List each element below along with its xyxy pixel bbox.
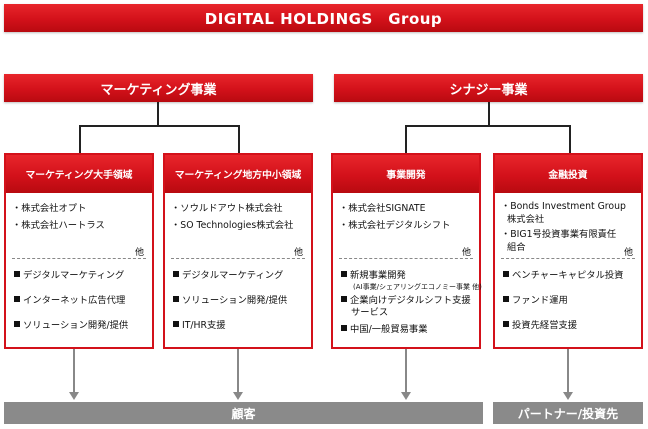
square-bullet-icon bbox=[173, 296, 179, 302]
business-list: デジタルマーケティング ソリューション開発/提供 IT/HR支援 bbox=[173, 270, 307, 345]
square-bullet-icon bbox=[341, 296, 347, 302]
division-box-financial-investment: 金融投資 ・Bonds Investment Group 株式会社 ・BIG1号… bbox=[493, 153, 643, 349]
partners-bar: パートナー/投資先 bbox=[493, 402, 643, 424]
company-item: ・ソウルドアウト株式会社 bbox=[171, 203, 283, 214]
business-item: デジタルマーケティング bbox=[173, 270, 307, 282]
down-arrow-icon bbox=[69, 349, 79, 400]
connector-line bbox=[488, 102, 490, 126]
business-item: ソリューション開発/提供 bbox=[173, 295, 307, 307]
connector-line bbox=[405, 125, 571, 127]
business-item: IT/HR支援 bbox=[173, 320, 307, 332]
connector-line bbox=[238, 125, 240, 153]
business-list: デジタルマーケティング インターネット広告代理 ソリューション開発/提供 bbox=[14, 270, 148, 345]
square-bullet-icon bbox=[503, 271, 509, 277]
square-bullet-icon bbox=[14, 296, 20, 302]
connector-line bbox=[405, 125, 407, 153]
company-item: ・BIG1号投資事業有限責任 bbox=[501, 229, 617, 240]
business-list: ベンチャーキャピタル投資 ファンド運用 投資先経営支援 bbox=[503, 270, 637, 345]
square-bullet-icon bbox=[173, 271, 179, 277]
group-title-banner: DIGITAL HOLDINGS Group bbox=[4, 4, 643, 32]
others-note: 他 bbox=[623, 248, 633, 258]
business-item: 企業向けデジタルシフト支援サービス bbox=[341, 295, 475, 319]
division-title: マーケティング大手領域 bbox=[6, 155, 152, 193]
company-item: ・株式会社ハートラス bbox=[12, 220, 105, 231]
business-item: 中国/一般貿易事業 bbox=[341, 324, 475, 336]
others-note: 他 bbox=[134, 248, 144, 258]
business-item: 投資先経営支援 bbox=[503, 320, 637, 332]
dashed-divider bbox=[12, 258, 146, 259]
business-list: 新規事業開発(AI事業/シェアリングエコノミー事業 他) 企業向けデジタルシフト… bbox=[341, 270, 482, 339]
connector-line bbox=[157, 102, 159, 126]
business-item: デジタルマーケティング bbox=[14, 270, 148, 282]
square-bullet-icon bbox=[503, 321, 509, 327]
company-item-continued: 組合 bbox=[507, 242, 526, 253]
business-item: ファンド運用 bbox=[503, 295, 637, 307]
company-list: ・Bonds Investment Group 株式会社 ・BIG1号投資事業有… bbox=[501, 201, 635, 257]
company-list: ・株式会社SIGNATE ・株式会社デジタルシフト bbox=[339, 203, 473, 237]
business-item: ベンチャーキャピタル投資 bbox=[503, 270, 637, 282]
company-list: ・株式会社オプト ・株式会社ハートラス bbox=[12, 203, 146, 237]
down-arrow-icon bbox=[401, 349, 411, 400]
others-note: 他 bbox=[461, 248, 471, 258]
square-bullet-icon bbox=[341, 325, 347, 331]
connector-line bbox=[569, 125, 571, 153]
dashed-divider bbox=[501, 258, 635, 259]
segment-synergy-banner: シナジー事業 bbox=[334, 74, 643, 102]
square-bullet-icon bbox=[173, 321, 179, 327]
square-bullet-icon bbox=[341, 271, 347, 277]
square-bullet-icon bbox=[14, 271, 20, 277]
dashed-divider bbox=[171, 258, 305, 259]
business-item: インターネット広告代理 bbox=[14, 295, 148, 307]
company-item: ・Bonds Investment Group bbox=[501, 201, 626, 212]
company-item: ・株式会社オプト bbox=[12, 203, 87, 214]
customers-bar: 顧客 bbox=[4, 402, 483, 424]
division-box-marketing-regional: マーケティング地方中小領域 ・ソウルドアウト株式会社 ・SO Technolog… bbox=[163, 153, 313, 349]
division-box-marketing-major: マーケティング大手領域 ・株式会社オプト ・株式会社ハートラス 他 デジタルマー… bbox=[4, 153, 154, 349]
business-item: 新規事業開発(AI事業/シェアリングエコノミー事業 他) bbox=[341, 270, 482, 292]
square-bullet-icon bbox=[503, 296, 509, 302]
others-note: 他 bbox=[293, 248, 303, 258]
segment-marketing-banner: マーケティング事業 bbox=[4, 74, 313, 102]
company-item: ・SO Technologies株式会社 bbox=[171, 220, 294, 231]
business-item: ソリューション開発/提供 bbox=[14, 320, 148, 332]
division-title: 事業開発 bbox=[333, 155, 479, 193]
company-list: ・ソウルドアウト株式会社 ・SO Technologies株式会社 bbox=[171, 203, 305, 237]
division-title: 金融投資 bbox=[495, 155, 641, 193]
dashed-divider bbox=[339, 258, 473, 259]
company-item: ・株式会社デジタルシフト bbox=[339, 220, 451, 231]
down-arrow-icon bbox=[563, 349, 573, 400]
connector-line bbox=[79, 125, 240, 127]
connector-line bbox=[79, 125, 81, 153]
down-arrow-icon bbox=[233, 349, 243, 400]
company-item-continued: 株式会社 bbox=[507, 214, 545, 225]
company-item: ・株式会社SIGNATE bbox=[339, 203, 426, 214]
division-box-business-development: 事業開発 ・株式会社SIGNATE ・株式会社デジタルシフト 他 新規事業開発(… bbox=[331, 153, 482, 349]
square-bullet-icon bbox=[14, 321, 20, 327]
division-title: マーケティング地方中小領域 bbox=[165, 155, 311, 193]
